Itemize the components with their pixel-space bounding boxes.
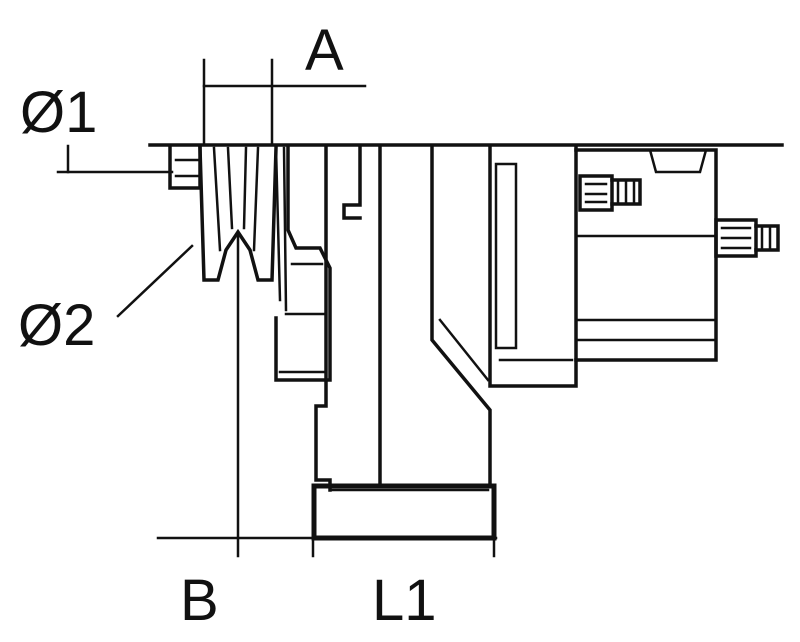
label-dimension-b: B — [180, 568, 219, 633]
rear-housing-lines — [574, 234, 718, 342]
housing-notch — [342, 146, 362, 220]
housing-left-wall — [314, 146, 332, 492]
terminal-nut-1-thread — [584, 182, 608, 204]
rear-housing — [574, 148, 718, 362]
fan-edge — [274, 146, 288, 312]
pulley-grooves — [212, 146, 260, 252]
terminal-nut-2-thread — [720, 226, 752, 250]
terminal-nut-2 — [714, 218, 758, 258]
fan-blade-detail — [278, 262, 328, 374]
terminals — [578, 174, 780, 258]
stator-inner-rect — [494, 162, 518, 350]
terminal-stud-1-thread — [616, 178, 636, 206]
label-dimension-a: A — [305, 18, 344, 83]
label-diameter-1: Ø1 — [20, 80, 97, 145]
label-dimension-l1: L1 — [372, 568, 437, 633]
pulley-profile — [198, 146, 278, 282]
pulley — [168, 146, 288, 312]
pulley-nut-detail — [174, 158, 202, 178]
terminal-stud-2-thread — [760, 224, 772, 252]
front-housing — [274, 146, 382, 492]
stator-body — [488, 146, 718, 388]
stator-block — [488, 146, 578, 388]
foot-block — [311, 483, 497, 541]
mounting-foot — [311, 146, 497, 541]
rear-housing-tab — [648, 148, 708, 174]
phi2-leader — [116, 244, 194, 318]
terminal-stud-2 — [754, 224, 780, 252]
terminal-nut-1 — [578, 174, 614, 212]
pulley-nut — [168, 146, 202, 190]
label-diameter-2: Ø2 — [18, 293, 95, 358]
foot-slope — [430, 146, 492, 488]
foot-slope-inner — [438, 318, 490, 382]
